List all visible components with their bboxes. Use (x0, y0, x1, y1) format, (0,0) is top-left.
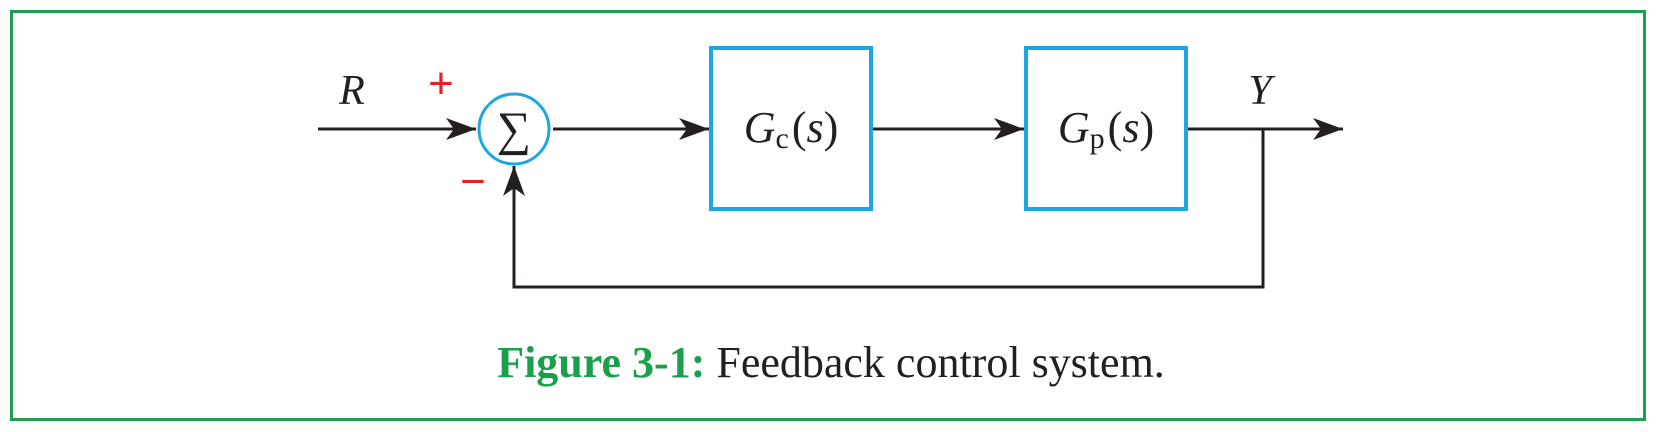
plant-block (1024, 46, 1188, 211)
figure-caption: Figure 3-1: Feedback control system. (0, 338, 1662, 388)
input-label: R (338, 68, 365, 114)
plant-label: Gp(s) (1058, 103, 1154, 155)
figure-number: Figure 3-1: (497, 338, 706, 387)
output-label: Y (1248, 68, 1276, 114)
summing-junction (477, 92, 551, 166)
controller-label: Gc(s) (744, 103, 839, 155)
plus-sign: + (428, 59, 454, 108)
controller-block (709, 46, 873, 211)
caption-text: Feedback control system. (716, 338, 1165, 387)
summation-symbol: ∑ (497, 103, 531, 156)
feedback-path (503, 129, 1265, 289)
minus-sign: − (460, 157, 486, 206)
